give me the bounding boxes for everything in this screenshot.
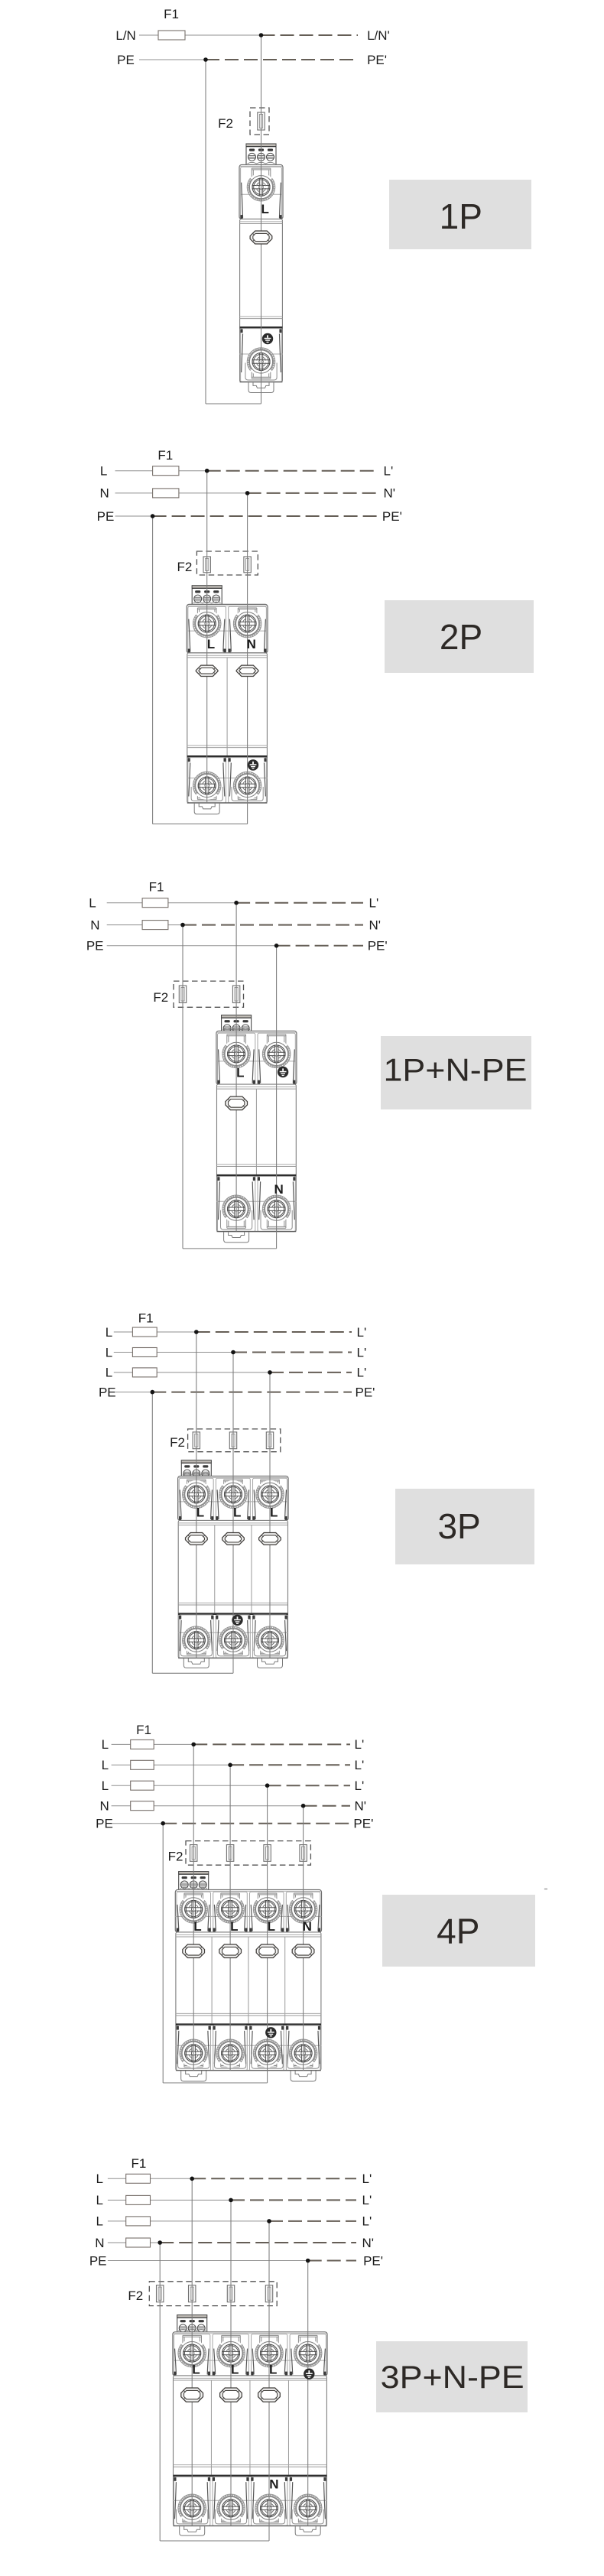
svg-text:L: L [193, 1919, 201, 1934]
svg-text:1P: 1P [440, 197, 482, 236]
svg-text:L': L' [362, 2172, 372, 2186]
svg-text:PE: PE [86, 939, 104, 953]
svg-text:L/N': L/N' [367, 28, 390, 43]
svg-text:L/N: L/N [115, 28, 135, 43]
svg-text:F1: F1 [138, 1311, 154, 1325]
svg-text:L: L [102, 1737, 109, 1752]
svg-text:L: L [96, 2172, 102, 2186]
svg-text:N': N' [384, 486, 396, 501]
svg-text:L: L [207, 637, 215, 651]
svg-text:N: N [269, 2477, 278, 2492]
svg-text:F1: F1 [131, 2156, 146, 2171]
svg-text:PE': PE' [356, 1385, 375, 1399]
svg-text:4P: 4P [437, 1911, 479, 1951]
svg-text:F2: F2 [170, 1435, 185, 1450]
svg-text:L': L' [369, 896, 379, 911]
svg-text:F2: F2 [218, 116, 233, 131]
svg-text:L: L [89, 896, 96, 911]
svg-text:N: N [303, 1919, 312, 1934]
svg-text:L: L [100, 464, 107, 479]
svg-text:N: N [90, 918, 99, 932]
svg-text:PE': PE' [382, 509, 402, 524]
svg-text:PE: PE [117, 53, 135, 67]
svg-text:N: N [247, 637, 256, 651]
svg-text:L: L [196, 1506, 204, 1520]
svg-text:N: N [99, 486, 109, 501]
svg-text:L': L' [355, 1737, 365, 1752]
svg-text:PE': PE' [363, 2253, 383, 2268]
svg-text:L': L' [362, 2214, 372, 2229]
svg-text:PE: PE [99, 1385, 116, 1399]
svg-text:L: L [106, 1325, 112, 1340]
svg-text:PE': PE' [368, 939, 388, 953]
svg-text:L: L [236, 1065, 244, 1080]
svg-text:L: L [106, 1366, 112, 1380]
svg-text:F2: F2 [128, 2289, 143, 2303]
svg-text:L': L' [362, 2193, 372, 2207]
svg-text:L: L [269, 2363, 277, 2377]
svg-text:L': L' [357, 1325, 367, 1340]
svg-text:N: N [95, 2236, 104, 2250]
svg-text:1P+N-PE: 1P+N-PE [384, 1052, 528, 1088]
svg-text:N: N [274, 1182, 283, 1197]
svg-text:PE: PE [97, 509, 115, 524]
svg-text:L: L [268, 1919, 275, 1934]
svg-text:L': L' [357, 1366, 367, 1380]
svg-text:L: L [261, 202, 269, 216]
svg-text:2P: 2P [440, 617, 482, 657]
svg-text:L: L [96, 2193, 102, 2207]
svg-text:F1: F1 [157, 448, 173, 463]
svg-text:L: L [96, 2214, 102, 2229]
svg-text:L: L [230, 1919, 238, 1934]
svg-text:L: L [102, 1758, 109, 1772]
svg-text:L': L' [357, 1345, 367, 1359]
svg-text:PE: PE [89, 2253, 107, 2268]
svg-text:F1: F1 [136, 1723, 151, 1737]
svg-text:F2: F2 [168, 1850, 183, 1864]
svg-text:F2: F2 [153, 990, 168, 1005]
svg-text:PE: PE [96, 1817, 113, 1831]
svg-text:F1: F1 [149, 880, 164, 895]
svg-text:N': N' [369, 918, 382, 932]
svg-text:3P+N-PE: 3P+N-PE [381, 2359, 524, 2395]
svg-text:L: L [231, 2363, 239, 2377]
svg-text:L: L [102, 1779, 109, 1793]
svg-text:L: L [106, 1345, 112, 1359]
svg-text:L': L' [355, 1779, 365, 1793]
svg-text:L: L [233, 1506, 241, 1520]
svg-text:PE': PE' [367, 53, 387, 67]
svg-text:L': L' [355, 1758, 365, 1772]
svg-text:N': N' [355, 1799, 367, 1814]
svg-text:F2: F2 [177, 560, 192, 574]
svg-text:N: N [100, 1799, 109, 1814]
svg-text:L': L' [384, 464, 394, 479]
svg-text:3P: 3P [437, 1506, 480, 1546]
svg-text:L: L [270, 1506, 278, 1520]
svg-text:N': N' [362, 2236, 375, 2250]
svg-text:F1: F1 [164, 7, 179, 21]
svg-text:PE': PE' [353, 1817, 373, 1831]
svg-text:L: L [192, 2363, 200, 2377]
